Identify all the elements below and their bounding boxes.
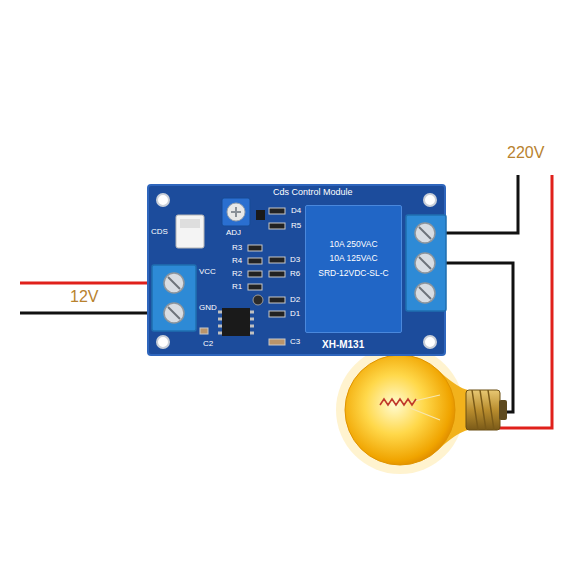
transistor bbox=[256, 210, 265, 220]
dc-ground-wire bbox=[20, 312, 154, 315]
sensor-connector bbox=[176, 215, 204, 248]
dc-positive-wire bbox=[20, 282, 154, 285]
screw-slot bbox=[168, 277, 180, 289]
screw-slot bbox=[419, 287, 431, 299]
component-label: C3 bbox=[290, 338, 300, 346]
resistor bbox=[248, 245, 262, 251]
base-thread bbox=[472, 390, 494, 430]
resistor bbox=[269, 271, 285, 277]
connector-slot bbox=[180, 219, 200, 228]
mounting-hole bbox=[424, 194, 436, 206]
component-label: D3 bbox=[290, 256, 300, 264]
component-label: R5 bbox=[291, 222, 301, 230]
screw-slot bbox=[168, 307, 180, 319]
capacitor bbox=[269, 339, 285, 345]
mounting-hole bbox=[157, 194, 169, 206]
capacitor bbox=[200, 328, 208, 334]
terminal-screw bbox=[415, 283, 435, 303]
pcb bbox=[148, 185, 445, 355]
connector-label: CDS bbox=[151, 228, 168, 236]
potentiometer-label: ADJ bbox=[226, 229, 241, 237]
voltage-label: 220V bbox=[507, 145, 544, 161]
model-number: XH-M131 bbox=[322, 339, 364, 350]
voltage-label: 12V bbox=[70, 289, 98, 305]
resistor bbox=[269, 223, 285, 229]
component-label: R6 bbox=[290, 270, 300, 278]
bulb-base bbox=[466, 390, 500, 430]
relay-marking: 10A 125VAC bbox=[329, 254, 377, 263]
potentiometer-knob bbox=[227, 203, 245, 221]
terminal-screw bbox=[415, 253, 435, 273]
diode bbox=[269, 257, 285, 263]
terminal-screw bbox=[164, 273, 184, 293]
chip-pins bbox=[218, 312, 254, 333]
diode bbox=[269, 297, 285, 303]
relay-marking: SRD-12VDC-SL-C bbox=[318, 269, 388, 278]
diode bbox=[269, 208, 285, 214]
resistor bbox=[248, 284, 262, 290]
component-label: D4 bbox=[291, 207, 301, 215]
filament bbox=[380, 399, 416, 405]
mounting-hole bbox=[157, 336, 169, 348]
component-label: R2 bbox=[232, 270, 242, 278]
terminal-block bbox=[406, 215, 446, 311]
resistor bbox=[248, 258, 262, 264]
relay-box: 10A 250VAC 10A 125VAC SRD-12VDC-SL-C bbox=[305, 205, 402, 333]
board-title: Cds Control Module bbox=[273, 188, 353, 198]
screw-slot bbox=[419, 257, 431, 269]
pin-label: VCC bbox=[199, 268, 216, 276]
filament-support bbox=[410, 395, 440, 420]
electrolytic-capacitor bbox=[253, 295, 263, 305]
comparator-chip bbox=[222, 308, 250, 336]
base-tip bbox=[499, 400, 507, 420]
screw-slot bbox=[419, 227, 431, 239]
diode bbox=[269, 311, 285, 317]
potentiometer bbox=[222, 198, 250, 226]
component-label: R4 bbox=[232, 257, 242, 265]
terminal-screw bbox=[164, 303, 184, 323]
mounting-hole bbox=[424, 336, 436, 348]
pin-label: GND bbox=[199, 304, 217, 312]
bulb-glass bbox=[345, 355, 455, 465]
mains-wire bbox=[444, 175, 518, 233]
resistor bbox=[248, 271, 262, 277]
terminal-block bbox=[152, 265, 196, 331]
component-label: R3 bbox=[232, 244, 242, 252]
terminal-screw bbox=[415, 223, 435, 243]
bulb-glow bbox=[336, 346, 464, 474]
knob-cross bbox=[231, 207, 241, 217]
relay-marking: 10A 250VAC bbox=[329, 240, 377, 249]
component-label: D2 bbox=[290, 296, 300, 304]
mains-live-wire bbox=[498, 175, 552, 428]
component-label: C2 bbox=[203, 340, 213, 348]
component-label: D1 bbox=[290, 310, 300, 318]
component-label: R1 bbox=[232, 283, 242, 291]
